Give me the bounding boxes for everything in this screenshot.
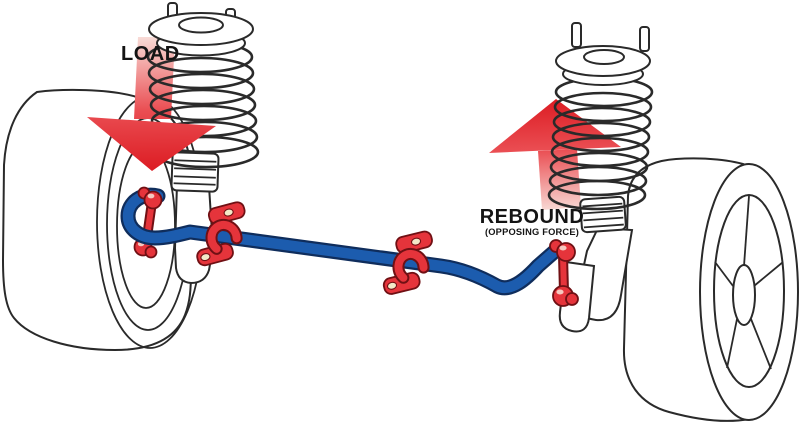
right-coil-spring — [547, 76, 654, 211]
sway-bar-tube — [122, 189, 560, 293]
right-mount-stud — [639, 26, 650, 52]
right-strut — [547, 22, 654, 333]
right-link-upper-ball — [556, 242, 576, 262]
rebound-up-arrow — [489, 99, 621, 210]
left-link-upper-ball — [137, 186, 163, 210]
rebound-sublabel: (OPPOSING FORCE) — [485, 227, 579, 237]
right-strut-mount — [555, 22, 651, 86]
right-mount-stud — [571, 22, 582, 48]
left-strut-mount — [148, 2, 254, 57]
load-down-arrow-head — [87, 117, 216, 171]
rebound-label: REBOUND — [480, 206, 585, 228]
right-wheel-spokes — [714, 195, 784, 370]
right-hub — [732, 264, 756, 326]
right-end-link — [549, 239, 579, 307]
load-label: LOAD — [121, 43, 180, 65]
left-strut-boot — [170, 151, 220, 193]
sway-bar — [120, 187, 562, 296]
right-wheel — [622, 157, 799, 422]
right-strut-boot — [579, 195, 627, 234]
left-coil-spring — [146, 40, 260, 169]
